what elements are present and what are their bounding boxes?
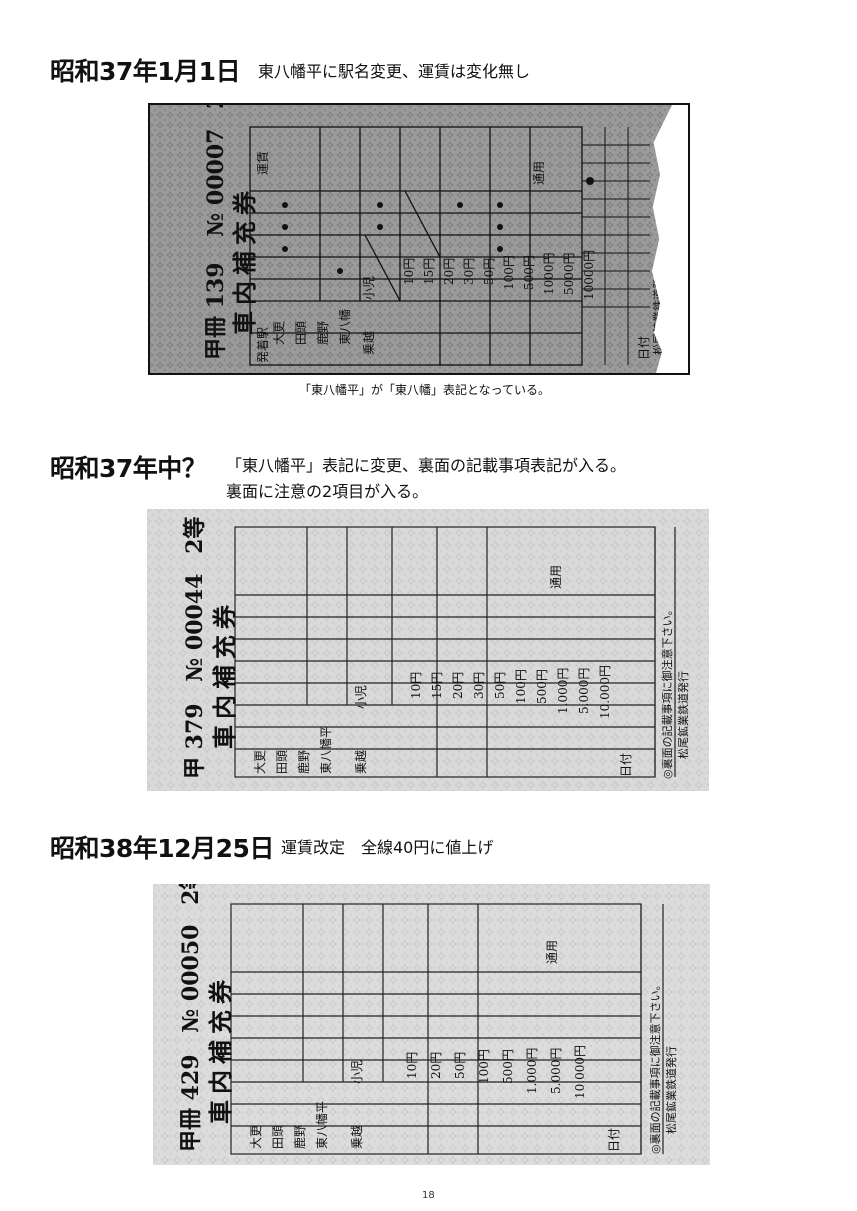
- ticket-1-amount-0: 10円: [402, 257, 416, 285]
- ticket-3-station-1: 田頭: [271, 1124, 285, 1149]
- ticket-1-child-label: 小児: [362, 275, 376, 300]
- ticket-1-fare-label: 運賃: [256, 150, 270, 175]
- section-1-title: 昭和37年1月1日: [50, 57, 241, 86]
- ticket-3-validity: 通用: [545, 939, 559, 964]
- ticket-1-date-label: 日付: [637, 335, 651, 360]
- ticket-2-amount-3: 30円: [472, 671, 486, 699]
- ticket-1-amount-4: 50円: [482, 257, 496, 285]
- ticket-2-amount-7: 1.000円: [556, 667, 570, 714]
- ticket-2-amount-6: 500円: [535, 669, 549, 704]
- ticket-2-back-note: ◎裏面の記載事項に御注意下さい。: [661, 604, 674, 779]
- ticket-1-amount-9: 10000円: [582, 249, 596, 300]
- section-2-title: 昭和37年中？: [50, 454, 207, 483]
- ticket-3-amount-7: 10.000円: [573, 1045, 587, 1099]
- page-number: 18: [422, 1190, 435, 1201]
- ticket-2-amount-0: 10円: [409, 671, 423, 699]
- section-2-note-1: 「東八幡平」表記に変更、裏面の記載事項表記が入る。: [226, 456, 627, 475]
- ticket-1-amount-1: 15円: [422, 257, 436, 285]
- ticket-1-boarding-label: 乗越: [362, 330, 376, 355]
- ticket-3-station-0: 大更: [249, 1124, 263, 1149]
- ticket-1-amount-3: 30円: [462, 257, 476, 285]
- ticket-3-amount-3: 100円: [477, 1049, 491, 1084]
- ticket-2-date-label: 日付: [619, 752, 633, 777]
- ticket-3-amount-2: 50円: [453, 1051, 467, 1079]
- ticket-2-issuer: 松尾鉱業鉄道発行: [677, 671, 690, 759]
- section-1-note: 東八幡平に駅名変更、運賃は変化無し: [258, 62, 531, 81]
- ticket-2-class: 2等: [182, 516, 208, 554]
- ticket-2-amount-9: 10.000円: [598, 665, 612, 719]
- ticket-2-boarding-label: 乗越: [354, 749, 368, 774]
- ticket-3-station-3: 東八幡平: [315, 1100, 329, 1149]
- ticket-2-station-2: 鹿野: [297, 749, 311, 774]
- ticket-3-date-label: 日付: [607, 1127, 621, 1152]
- ticket-2-amount-1: 15円: [430, 671, 444, 699]
- ticket-2-amount-5: 100円: [514, 669, 528, 704]
- ticket-2-image: 甲 379 № 00044 2等 車内補充券 松尾鉱業鉄道発行 ◎裏面の記載事項…: [147, 509, 709, 791]
- ticket-1-image: 甲冊 139 № 00007 2等 車内補充券 松尾鉱業鉄道発行 運賃 発着駅 …: [148, 103, 690, 375]
- ticket-2-child-label: 小児: [354, 684, 368, 709]
- ticket-2-prefix: 甲: [182, 756, 208, 779]
- ticket-3-amount-1: 20円: [429, 1051, 443, 1079]
- ticket-3-class: 2等: [178, 884, 204, 905]
- ticket-1-amount-6: 500円: [522, 255, 536, 290]
- ticket-1-station-1: 田頭: [294, 320, 308, 345]
- section-1-caption: 「東八幡平」が「東八幡」表記となっている。: [299, 383, 551, 397]
- ticket-1-grid: [249, 126, 650, 366]
- ticket-3-amount-5: 1.000円: [525, 1047, 539, 1094]
- ticket-1-station-2: 鹿野: [316, 320, 330, 345]
- ticket-2-station-0: 大更: [253, 749, 267, 774]
- ticket-3-amount-6: 5.000円: [549, 1047, 563, 1094]
- ticket-3-child-label: 小児: [350, 1059, 364, 1084]
- ticket-2-amount-4: 50円: [493, 671, 507, 699]
- ticket-1-station-0: 大更: [272, 320, 286, 345]
- ticket-3-amount-0: 10円: [405, 1051, 419, 1079]
- section-3-note: 運賃改定 全線40円に値上げ: [281, 838, 494, 857]
- section-3-title: 昭和38年12月25日: [50, 834, 274, 863]
- ticket-2-station-1: 田頭: [275, 749, 289, 774]
- ticket-1-amount-7: 1000円: [542, 252, 556, 295]
- ticket-1-amount-8: 5000円: [562, 252, 576, 295]
- ticket-1-name: 車内補充券: [230, 185, 259, 335]
- ticket-2-station-3: 東八幡平: [319, 725, 333, 774]
- ticket-2-validity: 通用: [549, 564, 563, 589]
- ticket-3-grid: [230, 903, 664, 1155]
- ticket-1-station-3: 東八幡: [338, 308, 352, 345]
- ticket-3-image: 甲冊 429 № 00050 2等 車内補充券 松尾鉱業鉄道発行 ◎裏面の記載事…: [153, 884, 710, 1165]
- ticket-1-amount-5: 100円: [502, 255, 516, 290]
- ticket-3-station-2: 鹿野: [293, 1124, 307, 1149]
- ticket-1-validity: 通用: [532, 160, 546, 185]
- ticket-1-from-to-label: 発着駅: [256, 326, 270, 363]
- ticket-1-amount-2: 20円: [442, 257, 456, 285]
- ticket-3-boarding-label: 乗越: [350, 1124, 364, 1149]
- ticket-1-class: 2等: [203, 105, 229, 109]
- ticket-2-amount-8: 5.000円: [577, 667, 591, 714]
- section-2-note-2: 裏面に注意の2項目が入る。: [226, 482, 429, 501]
- ticket-2-grid: [234, 526, 676, 778]
- ticket-3-issuer: 松尾鉱業鉄道発行: [665, 1046, 678, 1134]
- ticket-2-amount-2: 20円: [451, 671, 465, 699]
- ticket-3-name: 車内補充券: [206, 974, 235, 1124]
- ticket-3-amount-4: 500円: [501, 1049, 515, 1084]
- ticket-2-name: 車内補充券: [210, 599, 239, 749]
- ticket-3-back-note: ◎裏面の記載事項に御注意下さい。: [649, 979, 662, 1154]
